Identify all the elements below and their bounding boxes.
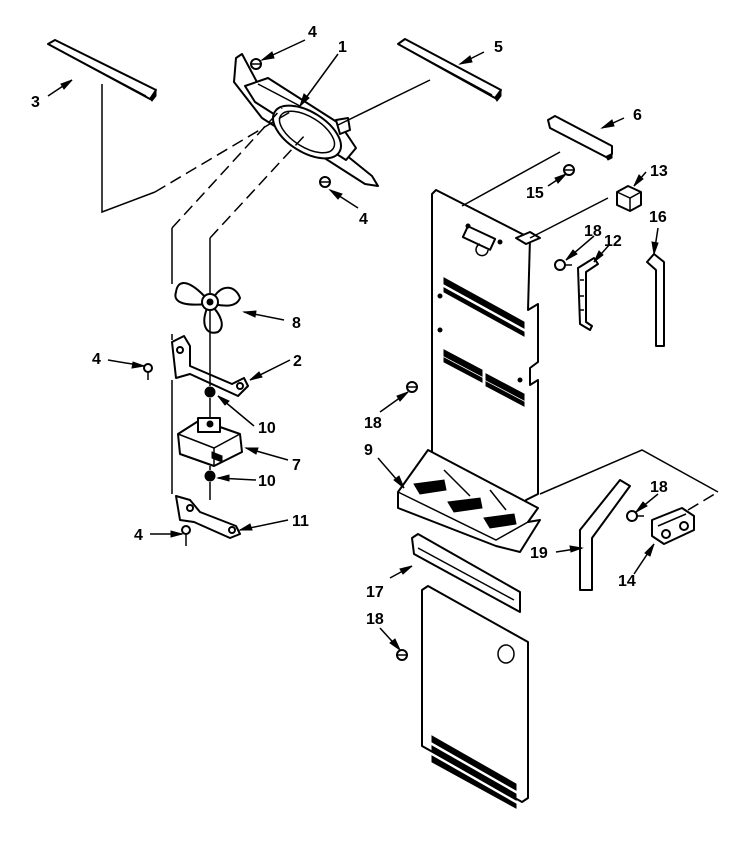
callout-5: 5 [494, 39, 503, 56]
callout-13: 13 [650, 163, 668, 180]
part-11-bracket [175, 495, 241, 539]
part-7-motor [177, 417, 243, 467]
screw-18-panel [406, 381, 418, 393]
callout-18-right: 18 [650, 479, 668, 496]
part-5-strip [397, 38, 502, 102]
part-2-bracket [171, 335, 249, 397]
part-12-bracket [577, 257, 599, 331]
part-10-grommets [204, 386, 216, 482]
callout-1: 1 [338, 39, 347, 56]
main-panel [431, 189, 541, 511]
screw-18-upper [554, 259, 572, 271]
callout-14: 14 [618, 573, 636, 590]
callout-7: 7 [292, 457, 301, 474]
part-17-plate [411, 533, 521, 613]
callout-17: 17 [366, 584, 384, 601]
part-6-bracket [547, 115, 613, 161]
callout-18-lower: 18 [366, 611, 384, 628]
part-19-strip [579, 479, 631, 591]
callout-11: 11 [292, 513, 309, 530]
callout-4-top: 4 [308, 24, 317, 41]
screw-4-top [250, 58, 262, 70]
part-9-tray [397, 449, 541, 553]
callout-16: 16 [649, 209, 667, 226]
callout-4-left: 4 [92, 351, 101, 368]
callout-labels: 1 2 3 4 4 4 4 5 6 7 8 9 10 10 11 12 13 1… [31, 24, 668, 628]
callout-10-upper: 10 [258, 420, 276, 437]
callout-6: 6 [633, 107, 642, 124]
callout-9: 9 [364, 442, 373, 459]
callout-4-bottom: 4 [134, 527, 143, 544]
part-8-fan-blade [174, 282, 241, 334]
callout-19: 19 [530, 545, 548, 562]
callout-8: 8 [292, 315, 301, 332]
screw-4-left [143, 363, 153, 380]
screw-4-bottom [181, 525, 191, 546]
callout-12: 12 [604, 233, 622, 250]
assembly-lines [101, 79, 719, 511]
part-14-clip [651, 507, 695, 545]
screw-18-lower [396, 649, 408, 661]
part-3-strip [47, 39, 157, 102]
screw-4-mid [319, 176, 331, 188]
part-1-fan-shroud [233, 53, 379, 187]
callout-3: 3 [31, 94, 40, 111]
part-16-strip [646, 253, 665, 347]
callout-15: 15 [526, 185, 544, 202]
callout-4-mid: 4 [359, 211, 368, 228]
screw-15 [563, 164, 575, 176]
callout-2: 2 [293, 353, 302, 370]
callout-10-lower: 10 [258, 473, 276, 490]
leader-lines [47, 39, 659, 652]
grille-panel [421, 585, 529, 809]
screw-18-right [626, 510, 644, 522]
callout-18-upper: 18 [584, 223, 602, 240]
callout-18-panel: 18 [364, 415, 382, 432]
part-13-block [616, 185, 642, 212]
